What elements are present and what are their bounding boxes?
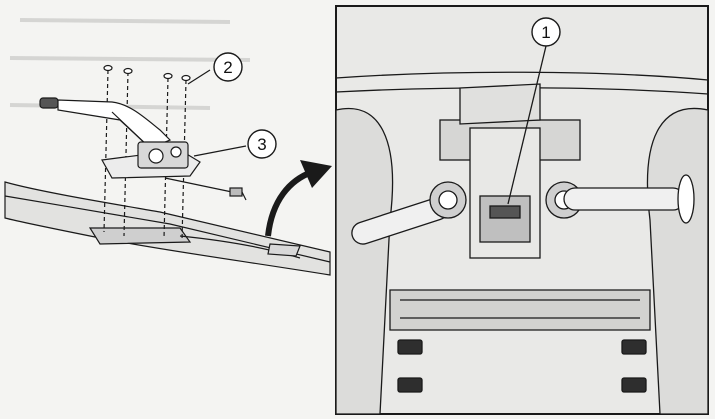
left-rod xyxy=(351,181,467,245)
leader-1 xyxy=(507,45,547,205)
detail-inset: 1 xyxy=(335,5,709,415)
leader-3 xyxy=(193,145,247,157)
leader-2 xyxy=(187,69,211,85)
exploded-view xyxy=(4,64,331,276)
callout-3-label: 3 xyxy=(257,135,266,154)
nut-icon xyxy=(103,64,191,82)
callout-2-label: 2 xyxy=(223,58,232,77)
floor-bumpers xyxy=(397,339,647,393)
lever-bracket xyxy=(101,141,201,179)
right-rod xyxy=(545,174,695,224)
callout-3: 3 xyxy=(247,129,277,159)
callout-1: 1 xyxy=(531,17,561,47)
zoom-arrow-icon xyxy=(265,160,332,237)
brake-cable xyxy=(164,177,247,201)
callout-2: 2 xyxy=(213,52,243,82)
callout-1-label: 1 xyxy=(541,23,550,42)
